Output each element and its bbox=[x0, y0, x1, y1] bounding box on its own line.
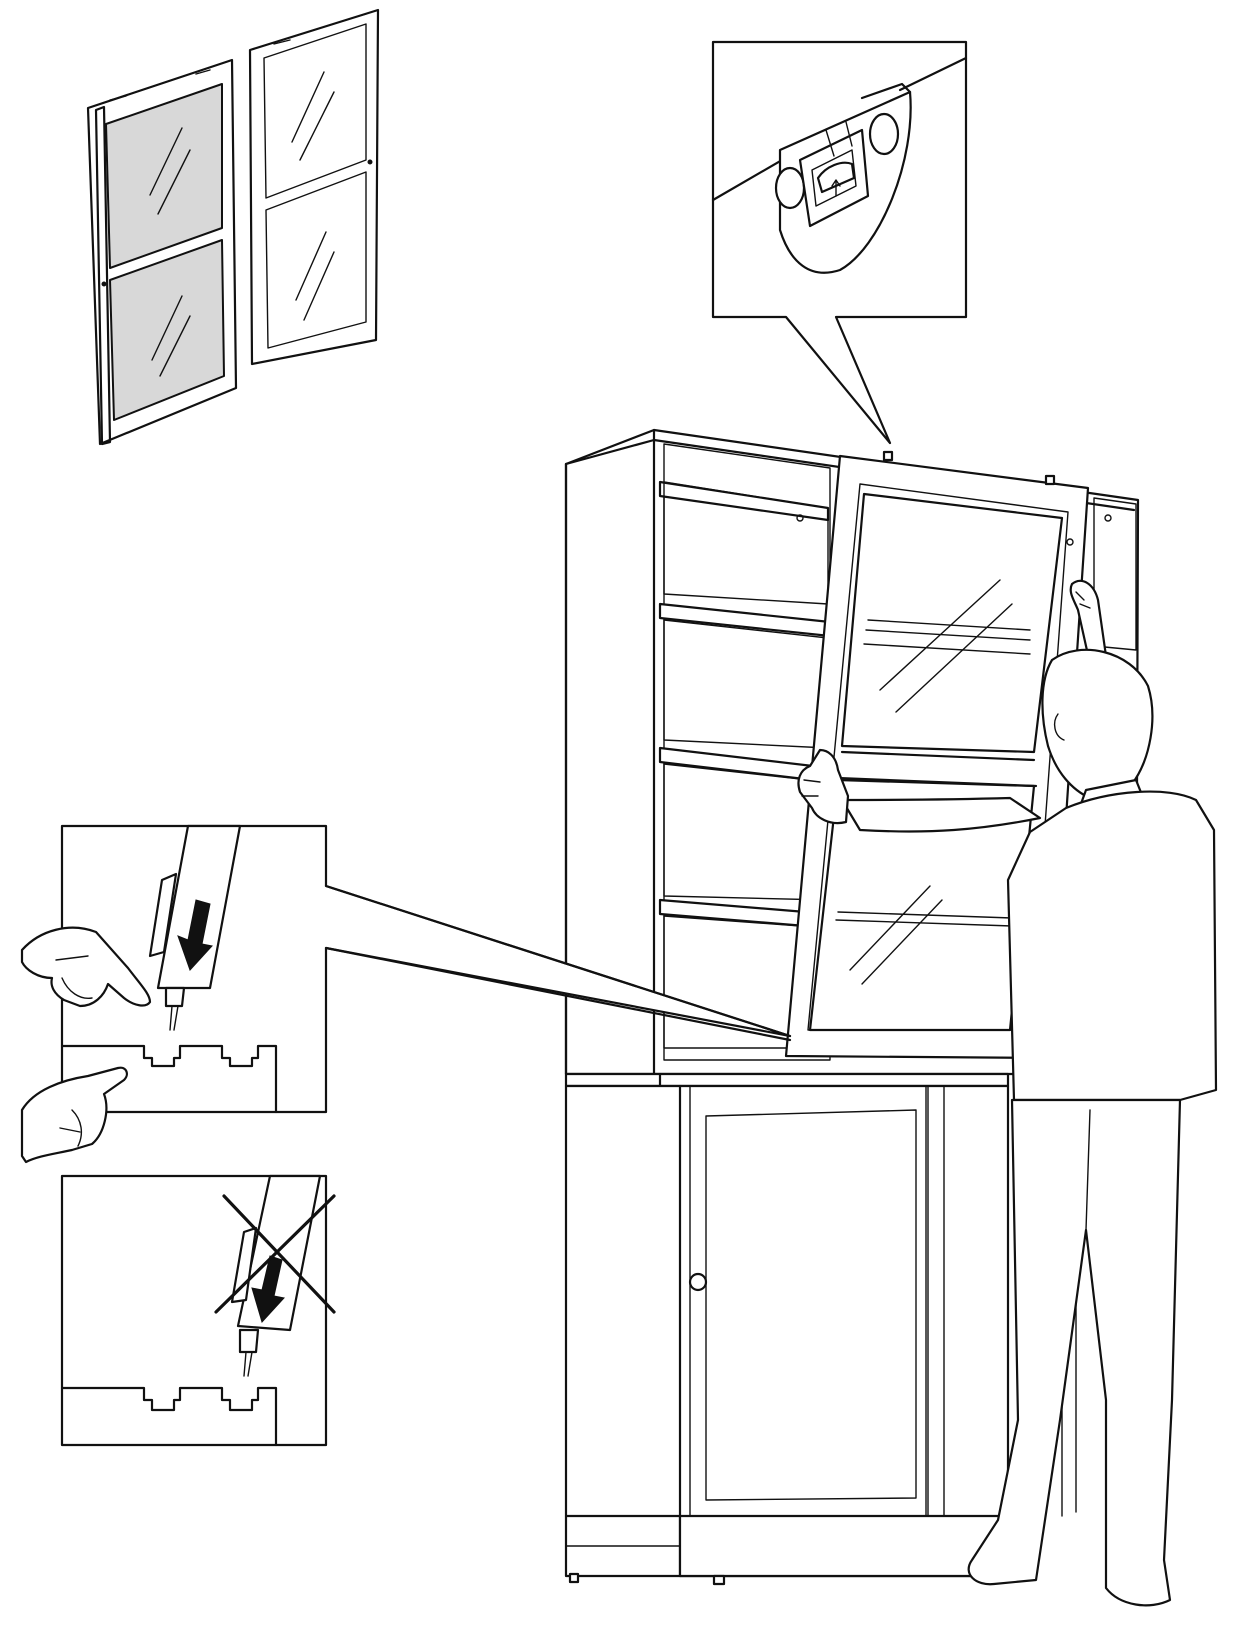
detail-panel-incorrect bbox=[62, 1176, 326, 1445]
pointing-hand-lower-icon bbox=[22, 1068, 127, 1162]
door-panel-tinted-icon bbox=[88, 60, 236, 444]
roller-detail-callout bbox=[713, 42, 966, 443]
door-panel-clear-icon bbox=[250, 10, 378, 364]
